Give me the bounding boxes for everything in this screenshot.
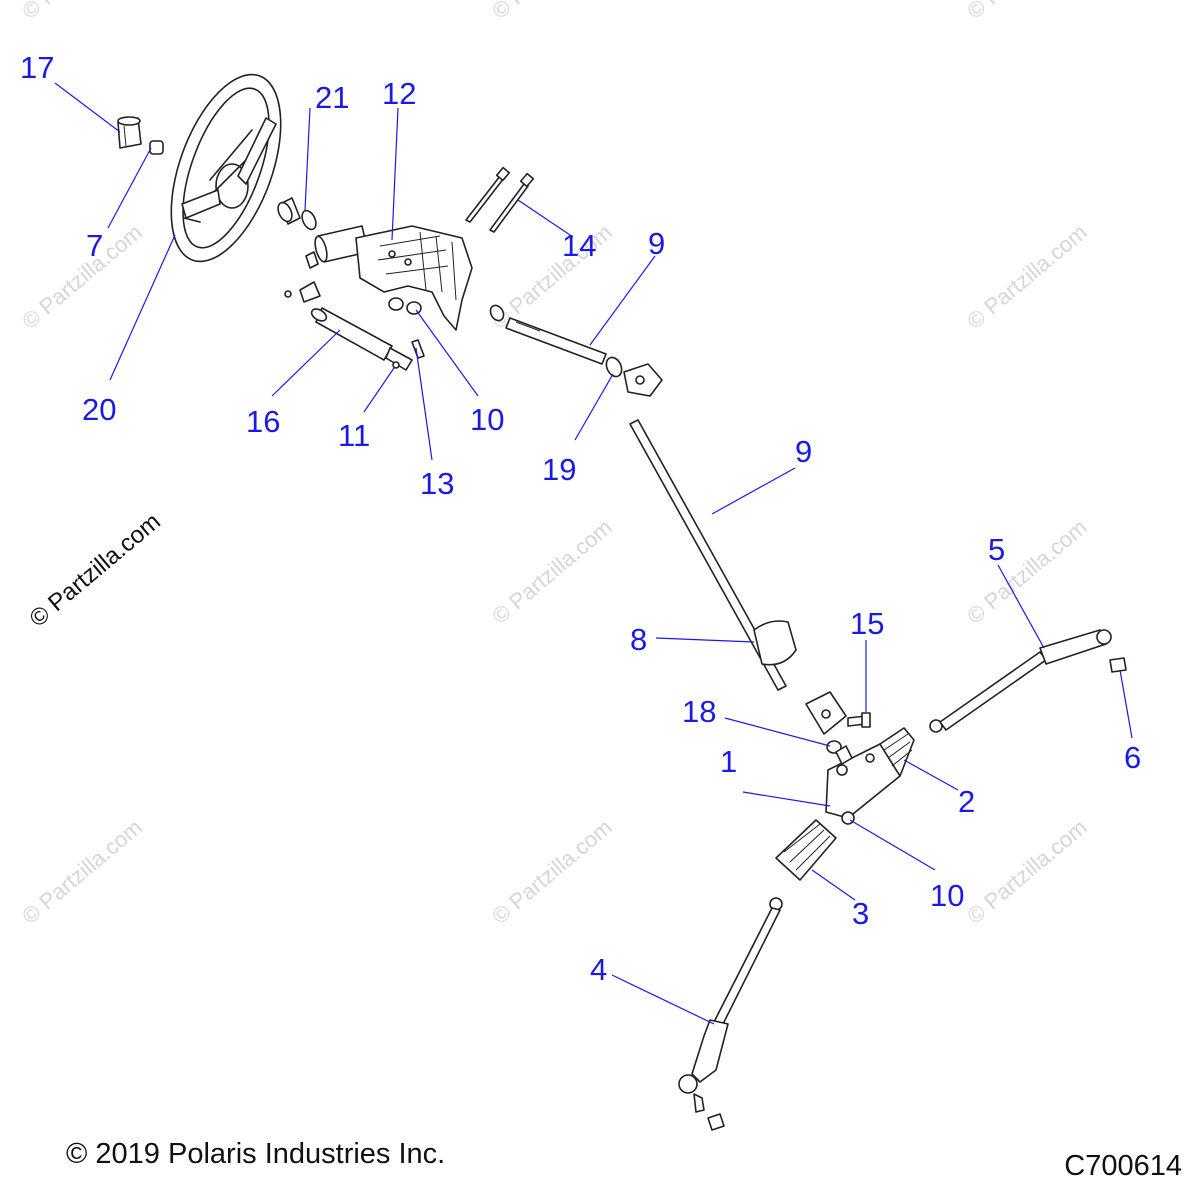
callout-16: 16 <box>246 404 280 439</box>
callout-13: 13 <box>420 466 454 501</box>
part-20-steering-wheel <box>170 73 282 263</box>
watermark: © Partzilla.com <box>962 0 1092 24</box>
watermark: © Partzilla.com <box>17 814 147 928</box>
part-13-pin <box>411 339 425 359</box>
callout-7: 7 <box>86 228 103 263</box>
callout-15: 15 <box>850 606 884 641</box>
watermark: © Partzilla.com <box>962 814 1092 928</box>
watermark: © Partzilla.com <box>962 219 1092 333</box>
callout-12: 12 <box>382 76 416 111</box>
part-12-column-bracket <box>314 225 473 331</box>
part-11-nut <box>392 361 400 369</box>
part-7-nut <box>149 140 164 155</box>
part-1-steering-rack <box>825 743 901 819</box>
callout-9b: 9 <box>795 434 812 469</box>
callout-11: 11 <box>338 418 370 453</box>
part-6-nut <box>1109 657 1127 673</box>
callout-17: 17 <box>20 50 54 85</box>
callout-10b: 10 <box>930 878 964 913</box>
part-lower-u-joint <box>805 691 847 735</box>
callout-20: 20 <box>82 392 116 427</box>
callout-4: 4 <box>590 952 607 987</box>
part-4-left-tie-rod <box>678 897 783 1131</box>
watermark: © Partzilla.com <box>487 514 617 628</box>
watermark: © Partzilla.com <box>17 0 147 24</box>
drawing-code: C700614 <box>1064 1150 1182 1182</box>
callout-1: 1 <box>720 744 737 779</box>
part-10-rack-bushing <box>841 811 855 825</box>
callout-10a: 10 <box>470 402 504 437</box>
part-10-bushings-upper <box>388 297 422 315</box>
callout-8: 8 <box>630 622 647 657</box>
watermark: © Partzilla.com <box>962 514 1092 628</box>
part-9-u-joint <box>623 363 663 397</box>
watermark: © Partzilla.com <box>487 814 617 928</box>
part-9-intermediate-shaft <box>629 419 787 691</box>
part-2-right-boot <box>879 727 915 777</box>
watermark: © Partzilla.com <box>487 219 617 333</box>
watermark-main: © Partzilla.com <box>25 508 166 633</box>
callout-5: 5 <box>988 532 1005 567</box>
callout-labels: 17 21 12 7 14 9 20 16 11 10 13 19 9 5 8 … <box>20 50 1141 987</box>
part-14-bolts <box>465 166 535 233</box>
part-15-bolt <box>847 712 871 728</box>
callout-9a: 9 <box>648 226 665 261</box>
watermark: © Partzilla.com <box>487 0 617 24</box>
copyright-notice: © 2019 Polaris Industries Inc. <box>66 1138 446 1170</box>
part-21-bushing <box>277 197 317 231</box>
callout-19: 19 <box>542 452 576 487</box>
part-18-nut <box>826 740 842 754</box>
callout-3: 3 <box>852 896 869 931</box>
part-19-bearing <box>605 356 623 378</box>
leader-lines <box>54 82 1133 1025</box>
part-16-gas-strut <box>284 251 413 371</box>
callout-6: 6 <box>1124 740 1141 775</box>
part-8-boot <box>753 620 797 666</box>
steering-parts <box>117 73 1127 1131</box>
part-17-horn-cap <box>117 116 142 149</box>
callout-21: 21 <box>315 80 349 115</box>
part-9-upper-shaft <box>489 304 607 365</box>
watermark: © Partzilla.com <box>17 219 147 333</box>
callout-18: 18 <box>682 694 716 729</box>
callout-14: 14 <box>562 228 596 263</box>
part-5-right-tie-rod <box>929 629 1112 733</box>
part-3-left-boot <box>775 819 837 881</box>
callout-2: 2 <box>958 784 975 819</box>
